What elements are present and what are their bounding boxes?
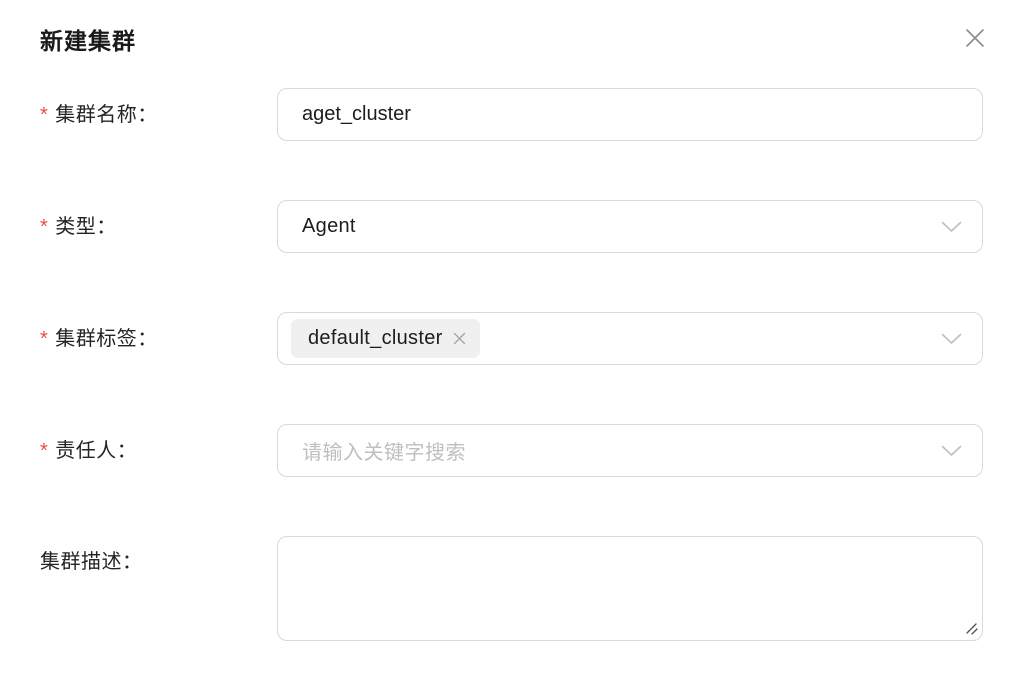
form-row-cluster-tags: * 集群标签： default_cluster [40,312,983,365]
tag-label: default_cluster [308,327,443,349]
required-mark: * [40,439,49,462]
cluster-tags-select[interactable]: default_cluster [277,312,983,365]
type-select[interactable]: Agent [277,200,983,253]
cluster-tags-label: * 集群标签： [40,325,277,353]
owner-label: * 责任人： [40,437,277,465]
cluster-name-control [277,88,983,141]
type-label-text: 类型： [55,215,117,238]
description-control [277,536,983,641]
required-mark: * [40,327,49,350]
form-row-cluster-name: * 集群名称： [40,88,983,141]
cluster-name-input[interactable] [277,88,983,141]
description-label: 集群描述： [40,536,277,576]
cluster-name-label: * 集群名称： [40,101,277,129]
dialog-header: 新建集群 [40,28,984,55]
owner-select-placeholder: 请输入关键字搜索 [302,442,466,464]
required-mark: * [40,215,49,238]
type-label: * 类型： [40,213,277,241]
type-control: Agent [277,200,983,253]
resize-grip-icon[interactable] [964,621,978,635]
description-label-text: 集群描述： [40,551,143,573]
close-icon [963,29,987,53]
description-textarea[interactable] [277,536,983,641]
cluster-name-label-text: 集群名称： [55,103,158,126]
owner-select[interactable]: 请输入关键字搜索 [277,424,983,477]
description-textarea-wrap [277,536,983,641]
tag-remove-icon [452,332,467,349]
cluster-tags-control: default_cluster [277,312,983,365]
tag-remove-button[interactable] [452,331,467,346]
tag-default-cluster: default_cluster [291,319,480,358]
cluster-tags-label-text: 集群标签： [55,327,158,350]
form-row-owner: * 责任人： 请输入关键字搜索 [40,424,983,477]
owner-control: 请输入关键字搜索 [277,424,983,477]
required-mark: * [40,103,49,126]
type-select-value: Agent [302,215,356,237]
owner-label-text: 责任人： [55,439,138,462]
dialog-title: 新建集群 [40,28,136,54]
form-row-type: * 类型： Agent [40,200,983,253]
close-button[interactable] [961,24,989,52]
form-row-description: 集群描述： [40,536,983,641]
